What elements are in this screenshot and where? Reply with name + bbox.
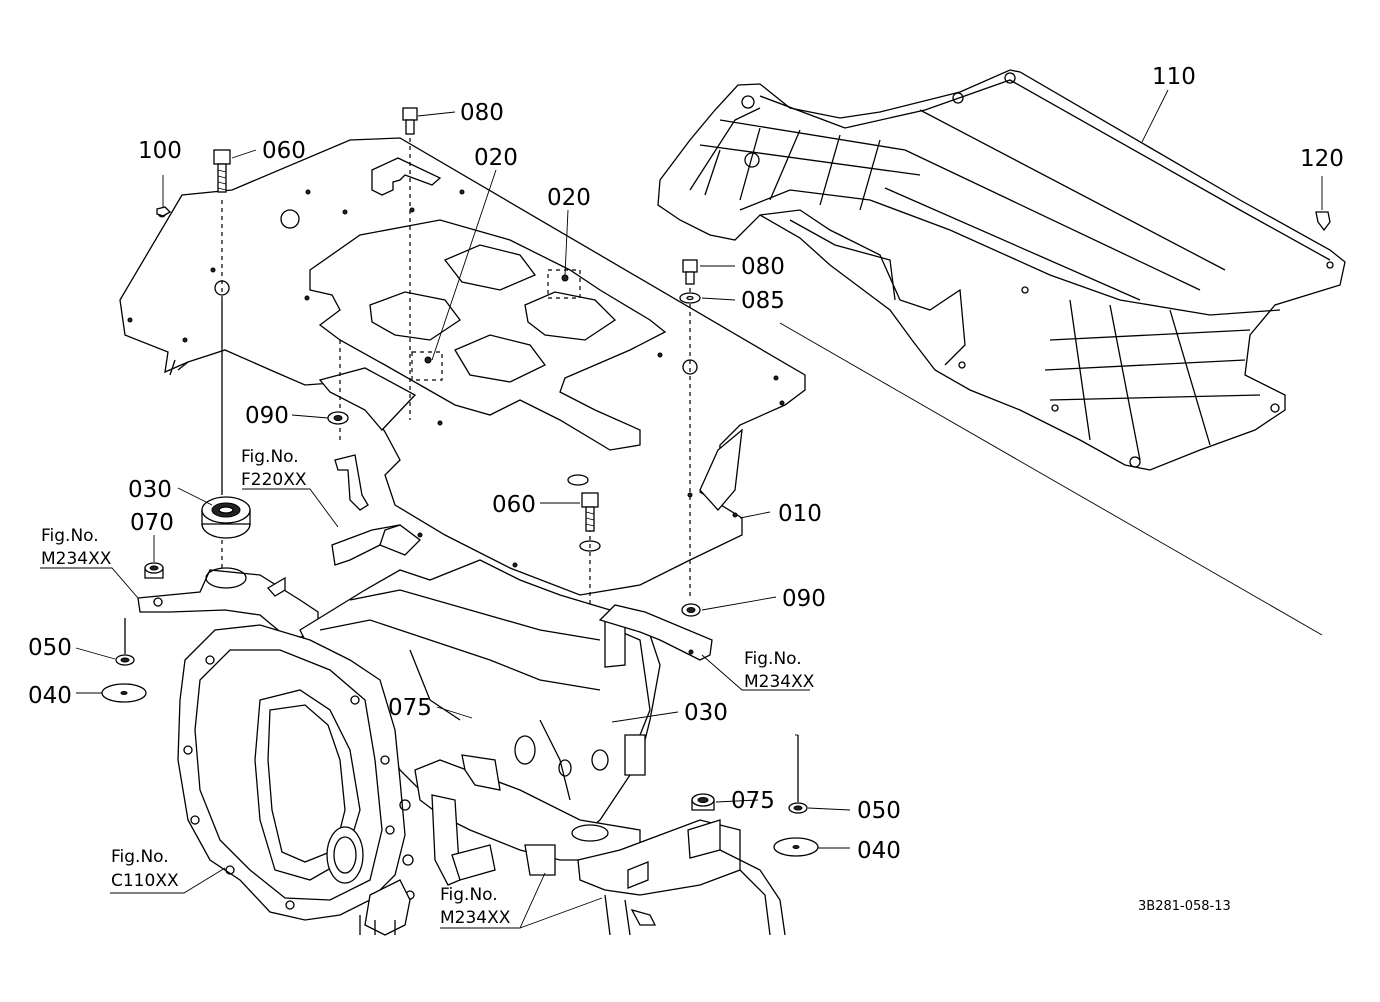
fig-ref-m234-right-line2: M234XX: [744, 672, 815, 692]
label-100: 100: [138, 138, 182, 164]
label-050-left: 050: [28, 635, 72, 661]
bolt-080-top: [402, 107, 418, 135]
plate-040-left: [101, 683, 147, 703]
label-090-right: 090: [782, 586, 826, 612]
cover-110-drawing: [657, 69, 1346, 471]
fig-ref-m234-left-line2: M234XX: [41, 549, 112, 569]
fig-ref-c110-line2: C110XX: [111, 871, 179, 891]
nut-100: [156, 206, 172, 217]
clip-120-drawing: [1315, 176, 1331, 232]
floor-plate-010-drawing: [119, 137, 806, 596]
label-020-left: 020: [474, 145, 518, 171]
fig-ref-m234-left-line1: Fig.No.: [41, 526, 99, 546]
figure-references: Fig.No. F220XX Fig.No. M234XX Fig.No. M2…: [41, 447, 815, 928]
spacer-075-right: [691, 793, 715, 811]
label-060-top: 060: [262, 138, 306, 164]
fig-ref-c110-line1: Fig.No.: [111, 847, 169, 867]
label-090-left: 090: [245, 403, 289, 429]
mount-030-left: [201, 496, 251, 539]
label-085: 085: [741, 288, 785, 314]
label-070: 070: [130, 510, 174, 536]
label-075-center: 075: [388, 695, 432, 721]
fig-ref-f220-line1: Fig.No.: [241, 447, 299, 467]
label-050-right: 050: [857, 798, 901, 824]
label-060-center: 060: [492, 492, 536, 518]
label-075-right: 075: [731, 788, 775, 814]
label-030-left: 030: [128, 477, 172, 503]
bolt-080-right: [682, 259, 698, 285]
nut-090-left: [327, 411, 349, 425]
label-010: 010: [778, 501, 822, 527]
drawing-code: 3B281-058-13: [1138, 899, 1231, 914]
label-120: 120: [1300, 146, 1344, 172]
nut-090-right: [681, 603, 701, 617]
fig-ref-m234-right-line1: Fig.No.: [744, 649, 802, 669]
label-110: 110: [1152, 64, 1196, 90]
label-080-top: 080: [460, 100, 504, 126]
label-030-right: 030: [684, 700, 728, 726]
plate-040-right: [773, 837, 819, 857]
bolt-060-top: [213, 149, 231, 193]
fig-ref-f220-line2: F220XX: [241, 470, 307, 490]
bolt-060-center: [567, 474, 601, 552]
leader-lines: [40, 89, 1169, 929]
washer-050-right: [788, 735, 808, 814]
label-040-left: 040: [28, 683, 72, 709]
label-040-right: 040: [857, 838, 901, 864]
label-080-right: 080: [741, 254, 785, 280]
transmission-housing-drawing: [137, 454, 786, 936]
fig-ref-m234-bottom-line1: Fig.No.: [440, 885, 498, 905]
spacer-070: [144, 562, 164, 579]
label-020-right: 020: [547, 185, 591, 211]
washer-085: [679, 292, 701, 304]
part-labels: 110 120 100 060 080 020 020 080 085 090 …: [28, 64, 1344, 864]
fig-ref-m234-bottom-line2: M234XX: [440, 908, 511, 928]
washer-050-left: [115, 618, 135, 666]
